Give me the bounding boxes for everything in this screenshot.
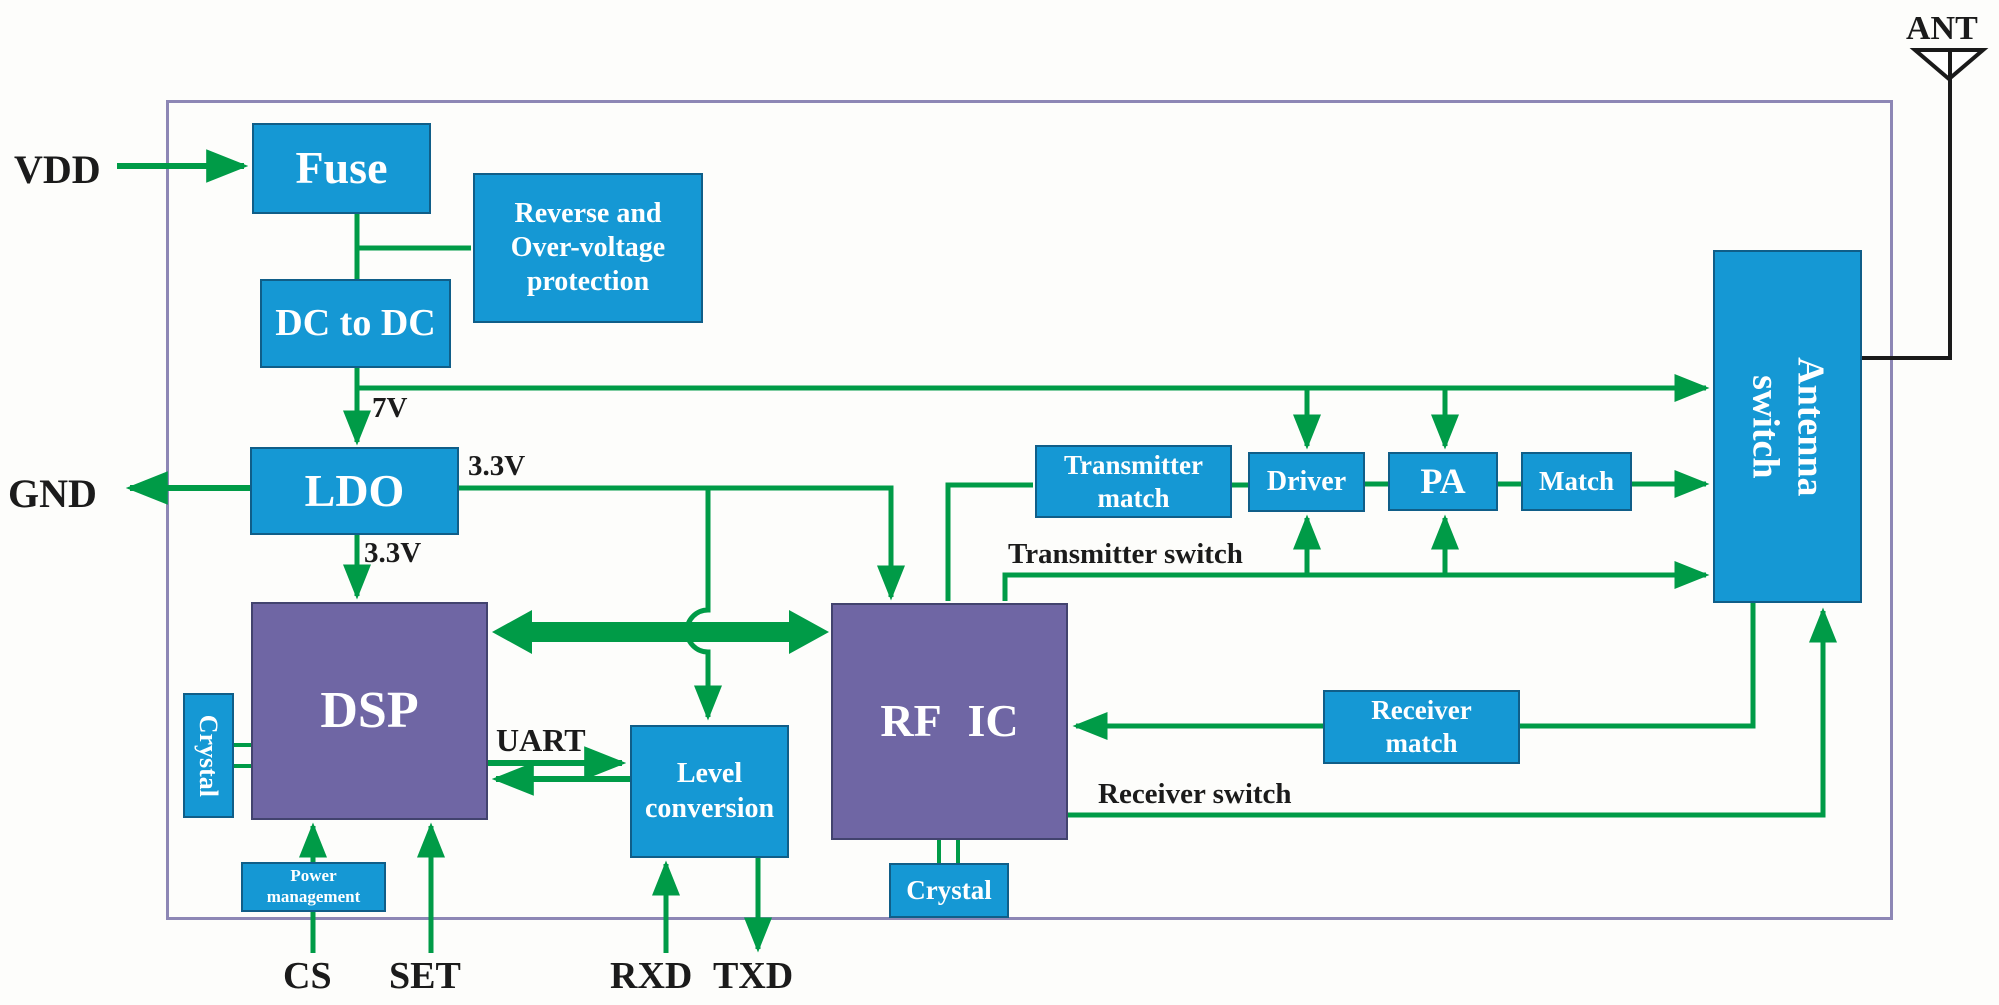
- block-level-conversion-label: Level conversion: [644, 758, 775, 824]
- block-level-conversion: Level conversion: [630, 725, 789, 858]
- block-dsp: DSP: [251, 602, 488, 820]
- block-transmitter-match-label: Transmitter match: [1064, 449, 1203, 513]
- label-cs: CS: [283, 955, 332, 997]
- label-7v: 7V: [372, 392, 408, 424]
- block-crystal-dsp-label: Crystal: [194, 714, 224, 797]
- antenna-icon: [1861, 48, 1989, 360]
- block-driver: Driver: [1248, 452, 1365, 512]
- block-antenna-switch: Antenna switch: [1713, 250, 1862, 603]
- label-uart: UART: [496, 722, 586, 758]
- block-rf-ic-label: RF IC: [880, 695, 1019, 747]
- label-ant: ANT: [1906, 10, 1978, 47]
- block-crystal-rfic-label: Crystal: [906, 875, 992, 906]
- block-dc-to-dc: DC to DC: [260, 279, 451, 368]
- block-reverse-protection: Reverse and Over-voltage protection: [473, 173, 703, 323]
- wire-33v-to-level-conversion: [684, 488, 722, 721]
- wire-33v-to-rfic: [459, 485, 905, 601]
- label-gnd: GND: [8, 471, 97, 516]
- wire-antswitch-to-ant: [1861, 52, 1952, 360]
- block-driver-label: Driver: [1266, 465, 1347, 497]
- label-receiver-switch: Receiver switch: [1098, 778, 1292, 810]
- block-ldo-label: LDO: [304, 464, 405, 516]
- block-crystal-rfic: Crystal: [889, 863, 1009, 918]
- block-dsp-label: DSP: [320, 682, 419, 740]
- block-ldo: LDO: [250, 447, 459, 535]
- label-33v-down: 3.3V: [364, 537, 422, 569]
- label-set: SET: [389, 955, 461, 997]
- wire-rx-match-path: [1072, 601, 1756, 740]
- wire-tx-switch: [1002, 561, 1710, 601]
- block-antenna-switch-label: Antenna switch: [1744, 356, 1832, 497]
- label-rxd: RXD: [610, 955, 693, 997]
- block-receiver-match: Receiver match: [1323, 690, 1520, 764]
- block-power-management-label: Power management: [266, 866, 361, 906]
- block-fuse-label: Fuse: [295, 142, 388, 194]
- module-boundary: [166, 100, 1893, 920]
- block-match-label: Match: [1539, 466, 1614, 497]
- block-pa-label: PA: [1420, 460, 1466, 501]
- block-rf-ic: RF IC: [831, 603, 1068, 840]
- block-receiver-match-label: Receiver match: [1371, 695, 1472, 758]
- block-pa: PA: [1388, 452, 1498, 511]
- block-power-management: Power management: [241, 862, 386, 912]
- wire-rfic-to-txmatch: [945, 482, 1033, 601]
- label-transmitter-switch: Transmitter switch: [1008, 538, 1243, 570]
- block-dc-to-dc-label: DC to DC: [275, 302, 436, 345]
- block-match: Match: [1521, 452, 1632, 511]
- block-crystal-dsp: Crystal: [183, 693, 234, 818]
- wire-rx-switch: [1068, 607, 1837, 818]
- block-transmitter-match: Transmitter match: [1035, 445, 1232, 518]
- wire-dsp-rfic-bus: [492, 610, 829, 654]
- block-fuse: Fuse: [252, 123, 431, 214]
- block-reverse-protection-label: Reverse and Over-voltage protection: [510, 197, 666, 298]
- label-33v-right: 3.3V: [468, 450, 526, 482]
- label-txd: TXD: [713, 955, 794, 997]
- label-vdd: VDD: [14, 147, 101, 192]
